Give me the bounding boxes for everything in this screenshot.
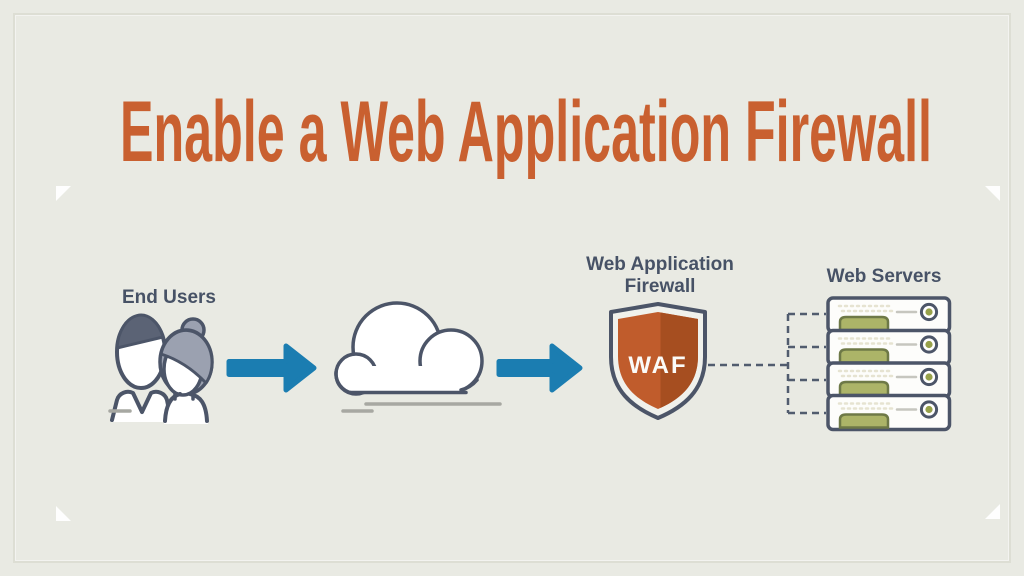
waf-label-line1: Web Application — [586, 254, 734, 275]
woman-hair-front — [159, 328, 214, 385]
server-led — [925, 373, 933, 381]
web-servers-label: Web Servers — [827, 266, 942, 287]
waf-shield-icon: WAF — [609, 302, 707, 420]
man-hair — [115, 313, 165, 350]
server-unit — [826, 393, 952, 432]
server-led — [925, 308, 933, 316]
web-servers-node: Web Servers — [826, 266, 952, 432]
server-tray — [838, 315, 890, 332]
server-tray — [838, 413, 890, 429]
server-unit — [826, 328, 952, 367]
server-unit — [826, 296, 952, 334]
server-tray — [838, 348, 890, 364]
page-title: Enable a Web Application Firewall — [120, 84, 932, 180]
end-users-label: End Users — [122, 287, 216, 308]
waf-label-line2: Firewall — [625, 276, 696, 297]
cloud-node — [334, 301, 502, 413]
server-unit — [826, 361, 952, 399]
server-led — [925, 405, 933, 414]
server-tray — [838, 380, 890, 397]
arrow-cloud-to-waf-icon — [496, 343, 583, 393]
shield-right-face — [660, 312, 698, 408]
end-users-icon — [108, 313, 214, 424]
arrow-users-to-cloud-icon — [226, 343, 317, 393]
end-users-node: End Users — [108, 287, 216, 424]
server-led — [925, 340, 933, 349]
cloud-icon — [334, 301, 484, 396]
waf-to-servers-connectors — [708, 312, 826, 415]
waf-node: Web Application Firewall WAF — [586, 254, 734, 420]
server-stack-icon — [826, 296, 952, 432]
waf-badge-text: WAF — [628, 352, 687, 379]
